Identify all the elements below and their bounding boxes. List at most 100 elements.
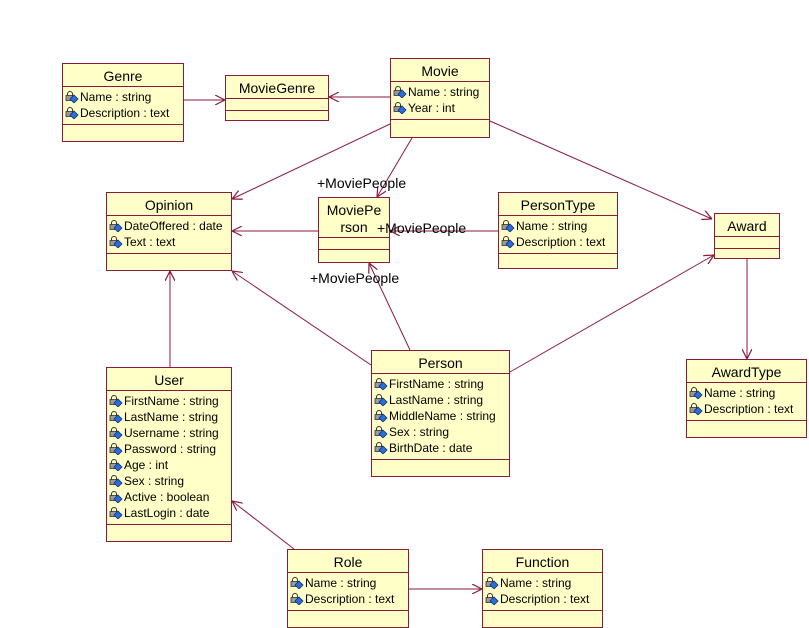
attribute-text: FirstName : string: [389, 377, 484, 391]
attribute-icon: [393, 86, 407, 99]
attribute-row: Description : text: [485, 591, 602, 607]
attribute-text: LastName : string: [124, 410, 219, 424]
class-awardtype-attributes: Name : string Description : text: [687, 383, 806, 421]
class-opinion-name: Opinion: [107, 193, 231, 216]
attribute-text: LastName : string: [389, 393, 484, 407]
assoc-label-person-movieperson: +MoviePeople: [310, 270, 400, 286]
attribute-row: Name : string: [485, 575, 602, 591]
attribute-text: FirstName : string: [124, 394, 219, 408]
class-movieperson-name-line2: rson: [340, 219, 368, 235]
attribute-icon: [109, 236, 123, 249]
attribute-row: Age : int: [109, 457, 231, 473]
attribute-icon: [290, 577, 304, 590]
attribute-row: Description : text: [501, 234, 617, 250]
attribute-text: Text : text: [124, 235, 176, 249]
class-movieperson-attributes: [319, 238, 389, 250]
class-moviegenre[interactable]: MovieGenre: [225, 75, 329, 121]
class-awardtype[interactable]: AwardType Name : string Description : te…: [686, 359, 807, 438]
class-user-attributes: FirstName : string LastName : string Use…: [107, 391, 231, 525]
class-movie[interactable]: Movie Name : string Year : int: [390, 58, 490, 138]
attribute-text: Description : text: [704, 402, 794, 416]
class-function-operations: [483, 611, 602, 619]
class-opinion-operations: [107, 254, 231, 262]
attribute-icon: [689, 403, 703, 416]
class-person[interactable]: Person FirstName : string LastName : str…: [371, 350, 510, 477]
attribute-row: LastName : string: [109, 409, 231, 425]
class-function-name: Function: [483, 550, 602, 573]
class-persontype[interactable]: PersonType Name : string Description : t…: [498, 192, 618, 269]
attribute-icon: [485, 577, 499, 590]
attribute-icon: [374, 410, 388, 423]
attribute-icon: [109, 475, 123, 488]
attribute-row: BirthDate : date: [374, 440, 509, 456]
attribute-row: Description : text: [65, 105, 183, 121]
class-movie-name: Movie: [391, 59, 489, 82]
attribute-text: Description : text: [80, 106, 170, 120]
class-moviegenre-attributes: [226, 99, 328, 111]
class-movie-operations: [391, 120, 489, 128]
attribute-icon: [501, 220, 515, 233]
attribute-row: Name : string: [393, 84, 489, 100]
attribute-row: Username : string: [109, 425, 231, 441]
attribute-row: Text : text: [109, 234, 231, 250]
class-awardtype-name: AwardType: [687, 360, 806, 383]
edge-person-opinion: [232, 271, 372, 366]
attribute-text: Name : string: [408, 85, 480, 99]
attribute-icon: [374, 378, 388, 391]
attribute-text: MiddleName : string: [389, 409, 496, 423]
attribute-row: Name : string: [689, 385, 806, 401]
attribute-row: Password : string: [109, 441, 231, 457]
attribute-row: Description : text: [290, 591, 408, 607]
class-genre-name: Genre: [63, 64, 183, 87]
class-opinion[interactable]: Opinion DateOffered : date Text : text: [106, 192, 232, 271]
class-award-name: Award: [715, 214, 779, 237]
attribute-text: Active : boolean: [124, 490, 210, 504]
attribute-icon: [65, 91, 79, 104]
class-genre-operations: [63, 125, 183, 133]
attribute-icon: [374, 426, 388, 439]
class-person-name: Person: [372, 351, 509, 374]
attribute-icon: [501, 236, 515, 249]
class-movieperson[interactable]: MoviePe rson: [318, 197, 390, 263]
class-genre[interactable]: Genre Name : string Description : text: [62, 63, 184, 142]
edge-person-award: [509, 255, 714, 373]
attribute-row: Sex : string: [109, 473, 231, 489]
attribute-row: Name : string: [65, 89, 183, 105]
attribute-text: Sex : string: [389, 425, 450, 439]
class-role-operations: [288, 611, 408, 619]
attribute-row: Description : text: [689, 401, 806, 417]
edge-movie-award: [489, 120, 712, 219]
attribute-row: MiddleName : string: [374, 408, 509, 424]
edge-movie-movieperson: [377, 137, 413, 197]
attribute-row: FirstName : string: [109, 393, 231, 409]
attribute-text: Sex : string: [124, 474, 185, 488]
class-genre-attributes: Name : string Description : text: [63, 87, 183, 125]
attribute-text: LastLogin : date: [124, 506, 210, 520]
class-movieperson-operations: [319, 250, 389, 258]
attribute-icon: [374, 394, 388, 407]
class-user[interactable]: User FirstName : string LastName : strin…: [106, 367, 232, 542]
attribute-text: Year : int: [408, 101, 455, 115]
attribute-icon: [109, 459, 123, 472]
class-moviegenre-operations: [226, 111, 328, 119]
attribute-text: Name : string: [305, 576, 377, 590]
attribute-row: Year : int: [393, 100, 489, 116]
class-moviegenre-name: MovieGenre: [226, 76, 328, 99]
class-award-operations: [715, 249, 779, 257]
attribute-icon: [109, 443, 123, 456]
attribute-icon: [109, 220, 123, 233]
attribute-icon: [109, 427, 123, 440]
assoc-label-movie-movieperson: +MoviePeople: [317, 175, 407, 191]
attribute-text: Password : string: [124, 442, 217, 456]
class-function[interactable]: Function Name : string Description : tex…: [482, 549, 603, 628]
attribute-text: Name : string: [704, 386, 776, 400]
attribute-text: Name : string: [80, 90, 152, 104]
class-award[interactable]: Award: [714, 213, 780, 259]
attribute-text: Username : string: [124, 426, 219, 440]
class-awardtype-operations: [687, 421, 806, 429]
class-movie-attributes: Name : string Year : int: [391, 82, 489, 120]
attribute-row: LastLogin : date: [109, 505, 231, 521]
class-role[interactable]: Role Name : string Description : text: [287, 549, 409, 628]
attribute-text: Name : string: [516, 219, 588, 233]
class-user-name: User: [107, 368, 231, 391]
